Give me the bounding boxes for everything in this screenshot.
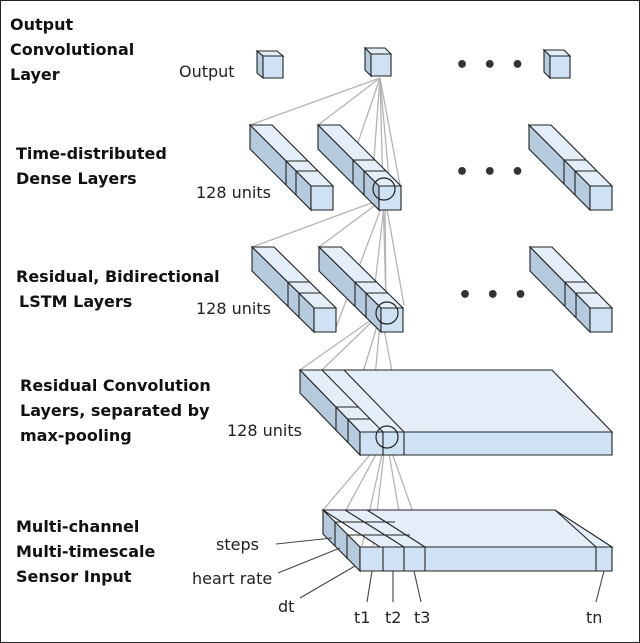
focus-circle [375,425,399,449]
dense-units-label: 128 units [196,183,271,202]
layer-title-lstm: Residual, Bidirectional LSTM Layers [16,264,220,314]
channel-label-heart-rate: heart rate [192,569,272,588]
output-label: Output [179,62,235,81]
layer-title-line: Multi-timescale [16,542,156,561]
layer-title-line: Output [10,15,74,34]
layer-title-line: Time-distributed [16,144,167,163]
lstm-stick [528,245,614,334]
layer-title-line: Residual Convolution [20,376,211,395]
channel-label-dt: dt [278,597,294,616]
layer-title-output: Output Convolutional Layer [10,12,134,87]
leader-line [275,537,333,545]
layer-title-line: Residual, Bidirectional [16,267,220,286]
layer-title-line: Sensor Input [16,567,132,586]
layer-title-line: Layers, separated by [20,401,210,420]
leader-line [299,565,356,599]
ellipsis-dots: • • • [455,160,528,185]
output-cube [255,49,285,80]
timestep-tick [595,570,605,603]
sensor-input-slab [321,508,614,573]
conv-slab [298,368,614,457]
output-cube [363,46,393,78]
focus-circle [375,301,399,325]
dense-stick [527,123,614,212]
layer-title-line: max-pooling [20,426,132,445]
layer-title-line: LSTM Layers [19,292,133,311]
ellipsis-dots: • • • [455,53,528,78]
timestep-label-t1: t1 [354,608,370,627]
output-cube [542,48,572,80]
leader-line [277,547,341,574]
ellipsis-dots: • • • [458,283,531,308]
layer-title-line: Convolutional [10,40,135,59]
layer-title-dense: Time-distributed Dense Layers [16,141,167,191]
focus-circle [372,177,396,201]
timestep-tick [366,570,373,603]
layer-title-input: Multi-channel Multi-timescale Sensor Inp… [16,514,155,589]
layer-title-line: Dense Layers [16,169,137,188]
dense-stick [248,123,335,212]
layer-title-line: Multi-channel [16,517,140,536]
timestep-tick [413,570,422,603]
lstm-stick [250,245,338,334]
layer-title-conv: Residual Convolution Layers, separated b… [20,373,211,448]
timestep-label-tn: tn [586,608,602,627]
timestep-label-t3: t3 [414,608,430,627]
layer-title-line: Layer [10,65,60,84]
timestep-label-t2: t2 [385,608,401,627]
conv-units-label: 128 units [227,421,302,440]
channel-label-steps: steps [216,535,259,554]
lstm-units-label: 128 units [196,299,271,318]
